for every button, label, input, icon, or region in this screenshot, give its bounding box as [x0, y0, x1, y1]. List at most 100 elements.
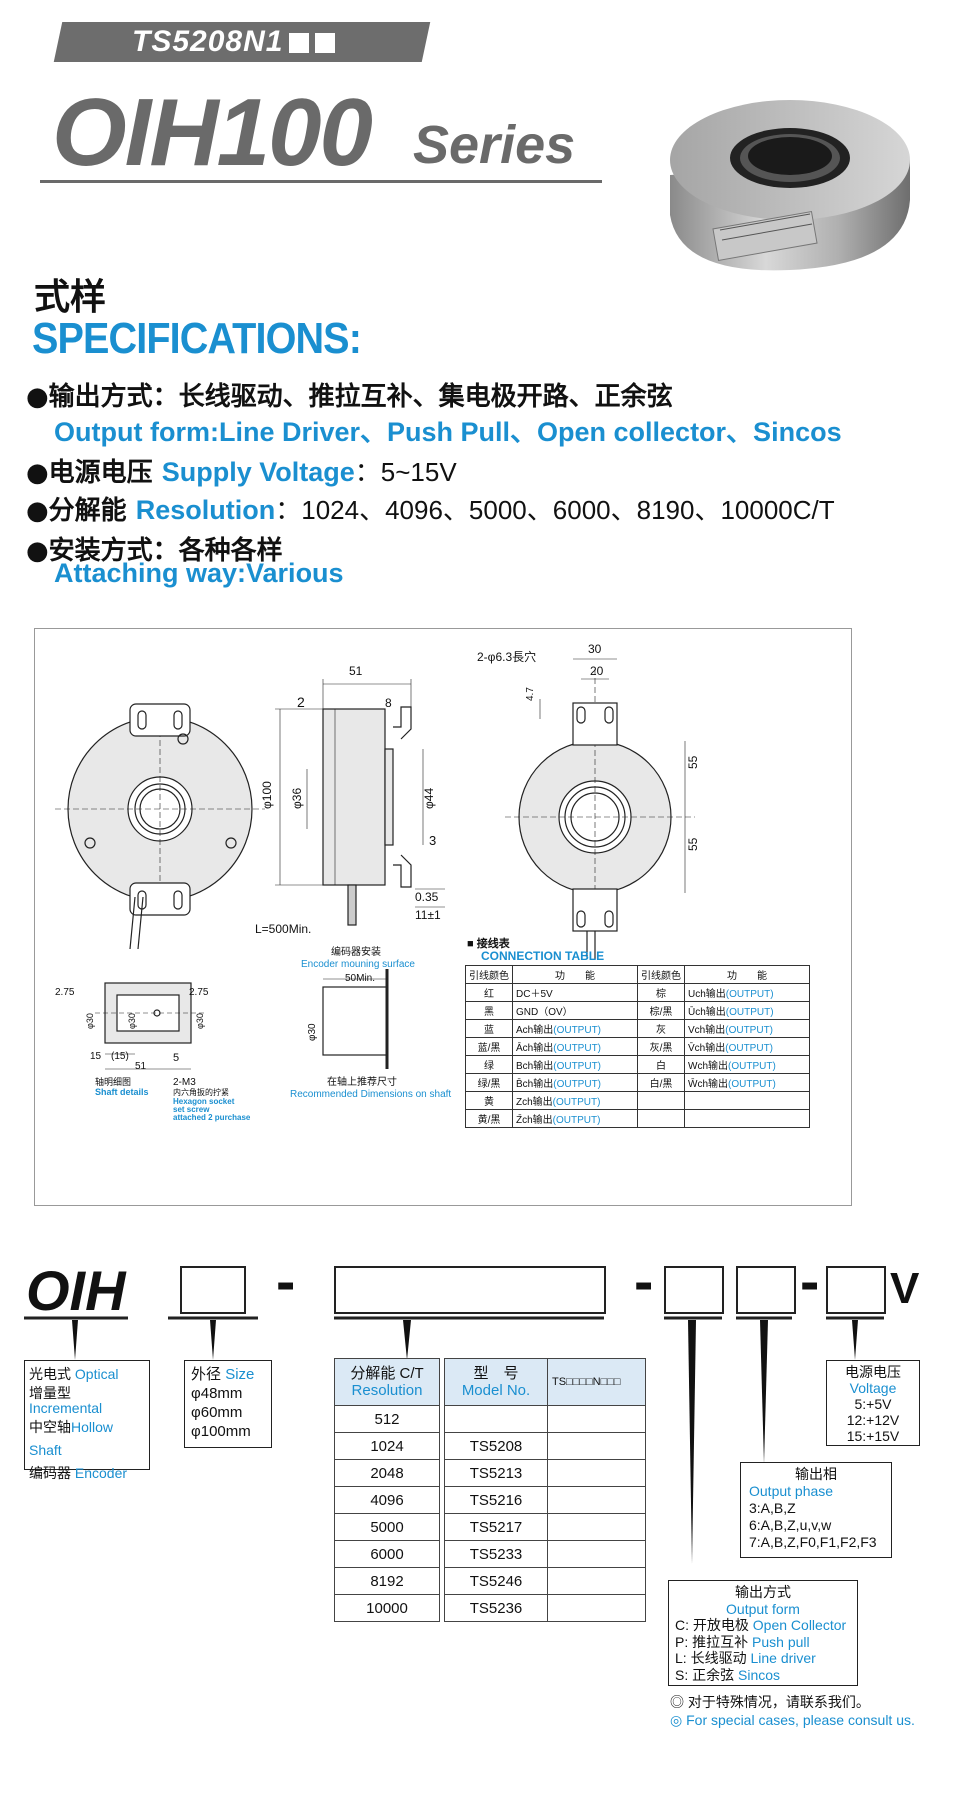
option-en: Push pull	[752, 1633, 810, 1650]
output-form-en: Output form:Line Driver、Push Pull、Open c…	[54, 417, 842, 447]
wire-output: (OUTPUT)	[553, 1043, 602, 1054]
resolution-value: ：1024、4096、5000、6000、8190、10000C/T	[275, 495, 835, 525]
resolution-value: 10000	[334, 1594, 440, 1622]
size-slot	[180, 1266, 246, 1314]
model-header-en: Model No.	[461, 1382, 531, 1399]
shaft-dim-15: 15	[90, 1051, 102, 1062]
product-title: OIH100	[52, 79, 373, 186]
resolution-row: ●分解能 Resolution：1024、4096、5000、6000、8190…	[26, 490, 835, 527]
wire-color: 红	[465, 983, 513, 1002]
shaft-dim-275-left: 2.75	[55, 987, 75, 998]
wire-function: Zch输出	[516, 1097, 553, 1108]
empty-cell	[637, 1091, 685, 1110]
supply-row: ●电源电压 Supply Voltage：5~15V	[26, 452, 457, 489]
wire-color: 黄/黑	[465, 1109, 513, 1128]
option-code: C: 开放电极	[675, 1617, 749, 1633]
empty-cell	[684, 1109, 810, 1128]
placeholder-square-icon	[315, 33, 336, 53]
empty-cell	[547, 1513, 646, 1541]
voltage-en: Voltage	[849, 1380, 897, 1396]
shaft-dim-phi30-c: φ30	[195, 1013, 205, 1029]
wire-color: 黑	[465, 1001, 513, 1020]
wire-function: Ūch输出	[688, 1007, 726, 1018]
option-en: Sincos	[738, 1666, 781, 1683]
dim-phi100: φ100	[260, 781, 274, 809]
resolution-value: 1024	[334, 1432, 440, 1460]
dim-035: 0.35	[415, 890, 439, 904]
voltage-option: 5:+5V	[854, 1396, 892, 1412]
m3-en-3: attached 2 purchase	[173, 1113, 251, 1122]
supply-en: Supply Voltage	[161, 457, 355, 487]
wire-function: Bch输出	[516, 1061, 554, 1072]
wire-color: 棕/黑	[637, 1001, 685, 1020]
supply-value: ：5~15V	[354, 457, 457, 487]
model-header-cn: 型 号	[473, 1365, 519, 1382]
empty-cell	[684, 1091, 810, 1110]
resolution-cn: ●分解能	[26, 496, 127, 526]
attach-en: Attaching way:Various	[54, 558, 344, 588]
wire-color: 白	[637, 1055, 685, 1074]
empty-cell	[547, 1540, 646, 1568]
shaft-dim-51: 51	[135, 1061, 147, 1072]
empty-cell	[547, 1405, 646, 1433]
wire-function: W̄ch输出	[688, 1079, 728, 1090]
wire-color: 棕	[637, 983, 685, 1002]
wire-output: (OUTPUT)	[725, 1025, 774, 1036]
shaft-dim-275-right: 2.75	[189, 987, 209, 998]
spec-heading: SPECIFICATIONS:	[32, 314, 362, 363]
model-value: TS5217	[444, 1513, 548, 1541]
placeholder-square-icon	[289, 33, 310, 53]
option-code: L: 长线驱动	[675, 1650, 747, 1666]
voltage-box: 电源电压 Voltage 5:+5V 12:+12V 15:+15V	[826, 1360, 920, 1446]
resolution-header-cn: 分解能 C/T	[350, 1365, 424, 1382]
empty-cell	[547, 1432, 646, 1460]
model-value: TS5213	[444, 1459, 548, 1487]
connection-header-cell: 功 能	[684, 965, 810, 984]
wire-function: Wch输出	[688, 1061, 728, 1072]
size-option: φ60mm	[191, 1404, 243, 1421]
wire-color: 蓝/黑	[465, 1037, 513, 1056]
spec-cn-heading: 式样	[34, 276, 107, 318]
encoder-photo	[670, 100, 910, 271]
shaft-dim-5: 5	[173, 1052, 179, 1064]
wire-color: 白/黑	[637, 1073, 685, 1092]
wire-output: (OUTPUT)	[725, 1043, 774, 1054]
order-dash-2: -	[634, 1249, 654, 1314]
empty-cell	[547, 1594, 646, 1622]
resolution-value: 5000	[334, 1513, 440, 1541]
wire-output: (OUTPUT)	[728, 1079, 776, 1090]
wire-function: B̄ch输出	[516, 1079, 554, 1090]
wire-function: Vch输出	[688, 1025, 726, 1036]
m3-cn: 内六角扳的拧紧	[173, 1087, 229, 1097]
output-form-slot	[664, 1266, 724, 1314]
output-form-option: C: 开放电极 Open Collector	[675, 1617, 851, 1634]
option-code: S: 正余弦	[675, 1666, 735, 1683]
dim-51: 51	[349, 664, 363, 678]
mount-phi30: φ30	[307, 1023, 318, 1041]
wire-function: DC＋5V	[516, 989, 553, 1000]
shaft-detail-cn: 轴明细图	[95, 1076, 131, 1087]
dim-8: 8	[385, 696, 392, 710]
supply-cn: ●电源电压	[26, 458, 153, 488]
type-cn: 增量型	[29, 1385, 71, 1401]
shaft-dim-phi30-a: φ30	[85, 1013, 95, 1029]
dim-55-top: 55	[686, 755, 700, 769]
phase-option: 3:A,B,Z	[749, 1500, 796, 1516]
model-value: TS5236	[444, 1594, 548, 1622]
resolution-value: 4096	[334, 1486, 440, 1514]
type-cn: 编码器	[29, 1465, 71, 1481]
order-dash-3: -	[800, 1249, 820, 1314]
phase-cn: 输出相	[795, 1466, 837, 1482]
dim-11: 11±1	[415, 908, 441, 922]
resolution-value: 2048	[334, 1459, 440, 1487]
option-en: Open Collector	[752, 1617, 847, 1633]
wire-color: 黄	[465, 1091, 513, 1110]
